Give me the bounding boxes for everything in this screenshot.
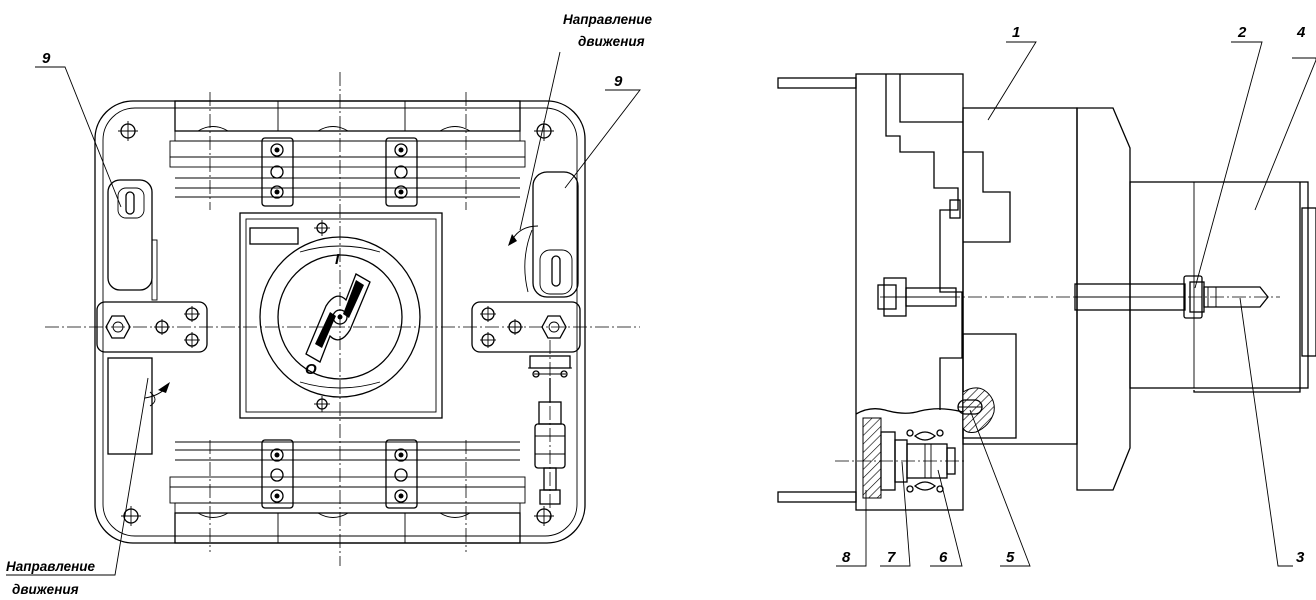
side-view: 1 2 3 4 5 6 7 8 [777,24,1316,567]
direction-label-bottom-line2: движения [12,582,79,597]
nameplate [249,227,299,245]
side-label-5: 5 [1006,549,1015,566]
side-label-4: 4 [1296,24,1306,41]
switch-mark-off: O [305,361,317,378]
switch-mark-on: I [335,251,340,268]
right-side-bracket [471,171,581,505]
direction-label-top-line1: Направление [563,12,653,27]
label-9-left: 9 [42,50,51,67]
hatched-gasket [862,417,882,499]
top-clamps [261,137,418,207]
direction-label-top-line2: движения [578,34,645,49]
front-view: I O [6,12,653,597]
switch-mechanism [1129,181,1309,389]
bottom-clamps [261,439,418,509]
side-label-7: 7 [887,549,896,566]
side-label-1: 1 [1012,24,1020,41]
label-9-right: 9 [614,73,623,90]
left-side-bracket [96,179,208,455]
top-rail [169,100,526,198]
direction-label-bottom-line1: Направление [6,559,96,574]
side-label-6: 6 [939,549,948,566]
bottom-rail [169,441,526,544]
direction-arrow-top [511,225,539,241]
side-label-8: 8 [842,549,851,566]
side-label-2: 2 [1237,24,1247,41]
switch-housing: I O [239,212,443,419]
side-label-3: 3 [1296,549,1305,566]
lever-hatched [962,387,995,433]
corner-holes [118,121,554,526]
